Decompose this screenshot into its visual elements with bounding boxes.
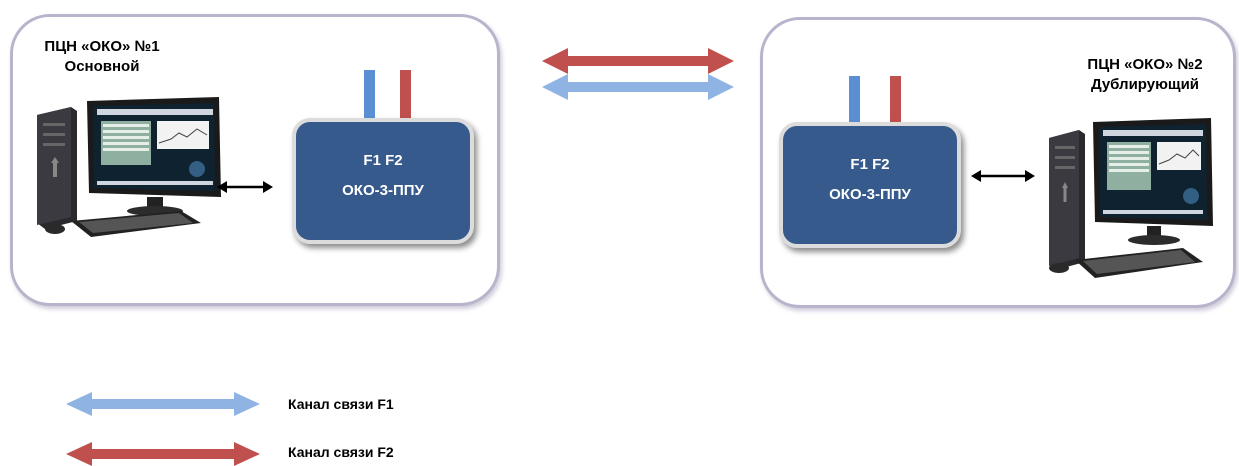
legend-f2-label: Канал связи F2 <box>288 444 394 460</box>
device-backup: F1 F2 ОКО-3-ППУ <box>779 122 961 248</box>
legend-f1-arrow <box>66 392 260 416</box>
local-link-arrow <box>971 170 1035 182</box>
channel-f1-link <box>542 74 734 100</box>
legend-f1-label: Канал связи F1 <box>288 396 394 412</box>
local-link-arrow <box>217 181 273 193</box>
channel-f2-arrow <box>542 48 734 74</box>
station-main-title-line2: Основной <box>64 58 140 75</box>
station-backup-title-line2: Дублирующий <box>1090 76 1200 93</box>
port-f1-main <box>364 70 375 122</box>
station-main-title: ПЦН «ОКО» №1 Основной <box>27 37 177 77</box>
channel-f1-arrow <box>542 74 734 100</box>
device-backup-model: ОКО-3-ППУ <box>829 186 911 203</box>
computer-icon <box>1043 112 1215 284</box>
station-main-title-line1: ПЦН «ОКО» №1 <box>44 38 160 55</box>
device-main-ports-label: F1 F2 <box>363 152 403 169</box>
device-main-model: ОКО-3-ППУ <box>342 182 424 199</box>
legend-f2-arrow <box>66 442 260 466</box>
computer-icon <box>31 93 231 241</box>
station-backup-title: ПЦН «ОКО» №2 Дублирующий <box>1065 55 1225 95</box>
channel-f2-link <box>542 48 734 74</box>
station-backup-frame: ПЦН «ОКО» №2 Дублирующий F1 F2 ОКО-3-ППУ <box>760 17 1236 308</box>
station-backup-title-line1: ПЦН «ОКО» №2 <box>1087 56 1203 73</box>
station-main-frame: ПЦН «ОКО» №1 Основной <box>10 14 500 306</box>
port-f1-backup <box>849 76 860 128</box>
device-backup-ports-label: F1 F2 <box>850 156 890 173</box>
device-main: F1 F2 ОКО-3-ППУ <box>292 118 474 244</box>
port-f2-backup <box>890 76 901 128</box>
port-f2-main <box>400 70 411 122</box>
